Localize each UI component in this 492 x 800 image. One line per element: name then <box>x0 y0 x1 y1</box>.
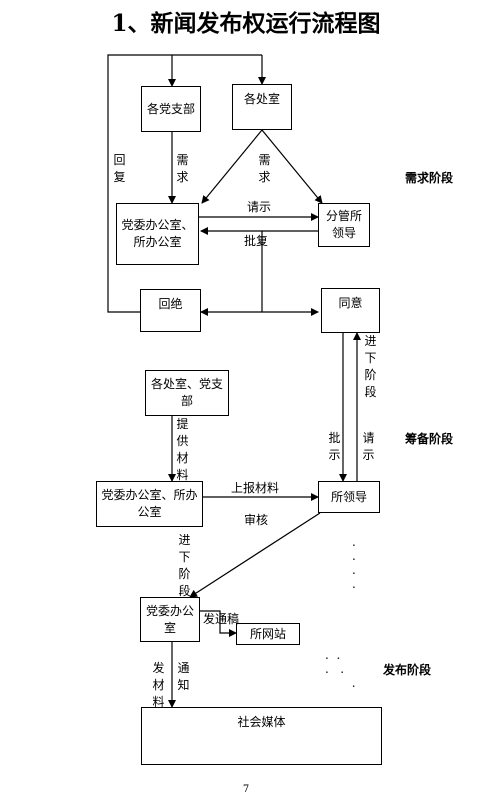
label-reply: 回复 <box>113 153 126 184</box>
box-leader-in-charge: 分管所领导 <box>318 203 370 247</box>
box-agree: 同意 <box>321 288 380 333</box>
label-next-stage-2: 进下阶段 <box>178 533 191 598</box>
arrow-demand-diag-right <box>261 129 323 204</box>
label-next-stage-1: 进下阶段 <box>364 334 377 399</box>
label-instruct: 批示 <box>328 431 341 462</box>
box-departments-branches: 各处室、党支部 <box>145 370 229 416</box>
stage-publish: 发布阶段 <box>383 663 432 677</box>
box-social-media: 社会媒体 <box>141 707 382 765</box>
label-review: 审核 <box>244 513 269 527</box>
box-office-2: 党委办公室、所办公室 <box>96 481 203 527</box>
label-approve: 批复 <box>244 234 269 248</box>
label-submit-materials: 上报材料 <box>231 481 280 495</box>
label-send-materials: 发材料 <box>152 661 165 709</box>
arrow-send-draft <box>200 610 237 637</box>
stage-prepare: 筹备阶段 <box>405 432 454 446</box>
box-party-branches: 各党支部 <box>141 86 201 132</box>
box-website: 所网站 <box>236 623 300 645</box>
box-reject: 回绝 <box>140 289 201 332</box>
box-institute-leader: 所领导 <box>318 481 380 513</box>
reply-loop-line <box>107 54 262 313</box>
label-demand-left: 需求 <box>176 153 189 184</box>
label-provide-materials: 提供材料 <box>176 417 189 482</box>
arrow-review <box>189 512 321 598</box>
dotted-separator-1: .... <box>352 535 356 591</box>
label-send-draft: 发通稿 <box>203 612 240 626</box>
label-request: 请示 <box>247 200 272 214</box>
page-number: 7 <box>242 784 250 795</box>
label-notify: 通知 <box>177 661 190 692</box>
stage-demand: 需求阶段 <box>405 171 454 185</box>
page-title: 1、新闻发布权运行流程图 <box>111 10 381 37</box>
dotted-separator-2: . .. . . <box>325 648 356 690</box>
box-party-office: 党委办公室 <box>140 597 200 642</box>
label-request-2: 请示 <box>362 431 375 462</box>
box-office: 党委办公室、所办公室 <box>116 203 199 265</box>
label-demand-right: 需求 <box>258 153 271 184</box>
box-departments: 各处室 <box>232 84 292 130</box>
arrow-demand-diag-left <box>201 129 263 204</box>
